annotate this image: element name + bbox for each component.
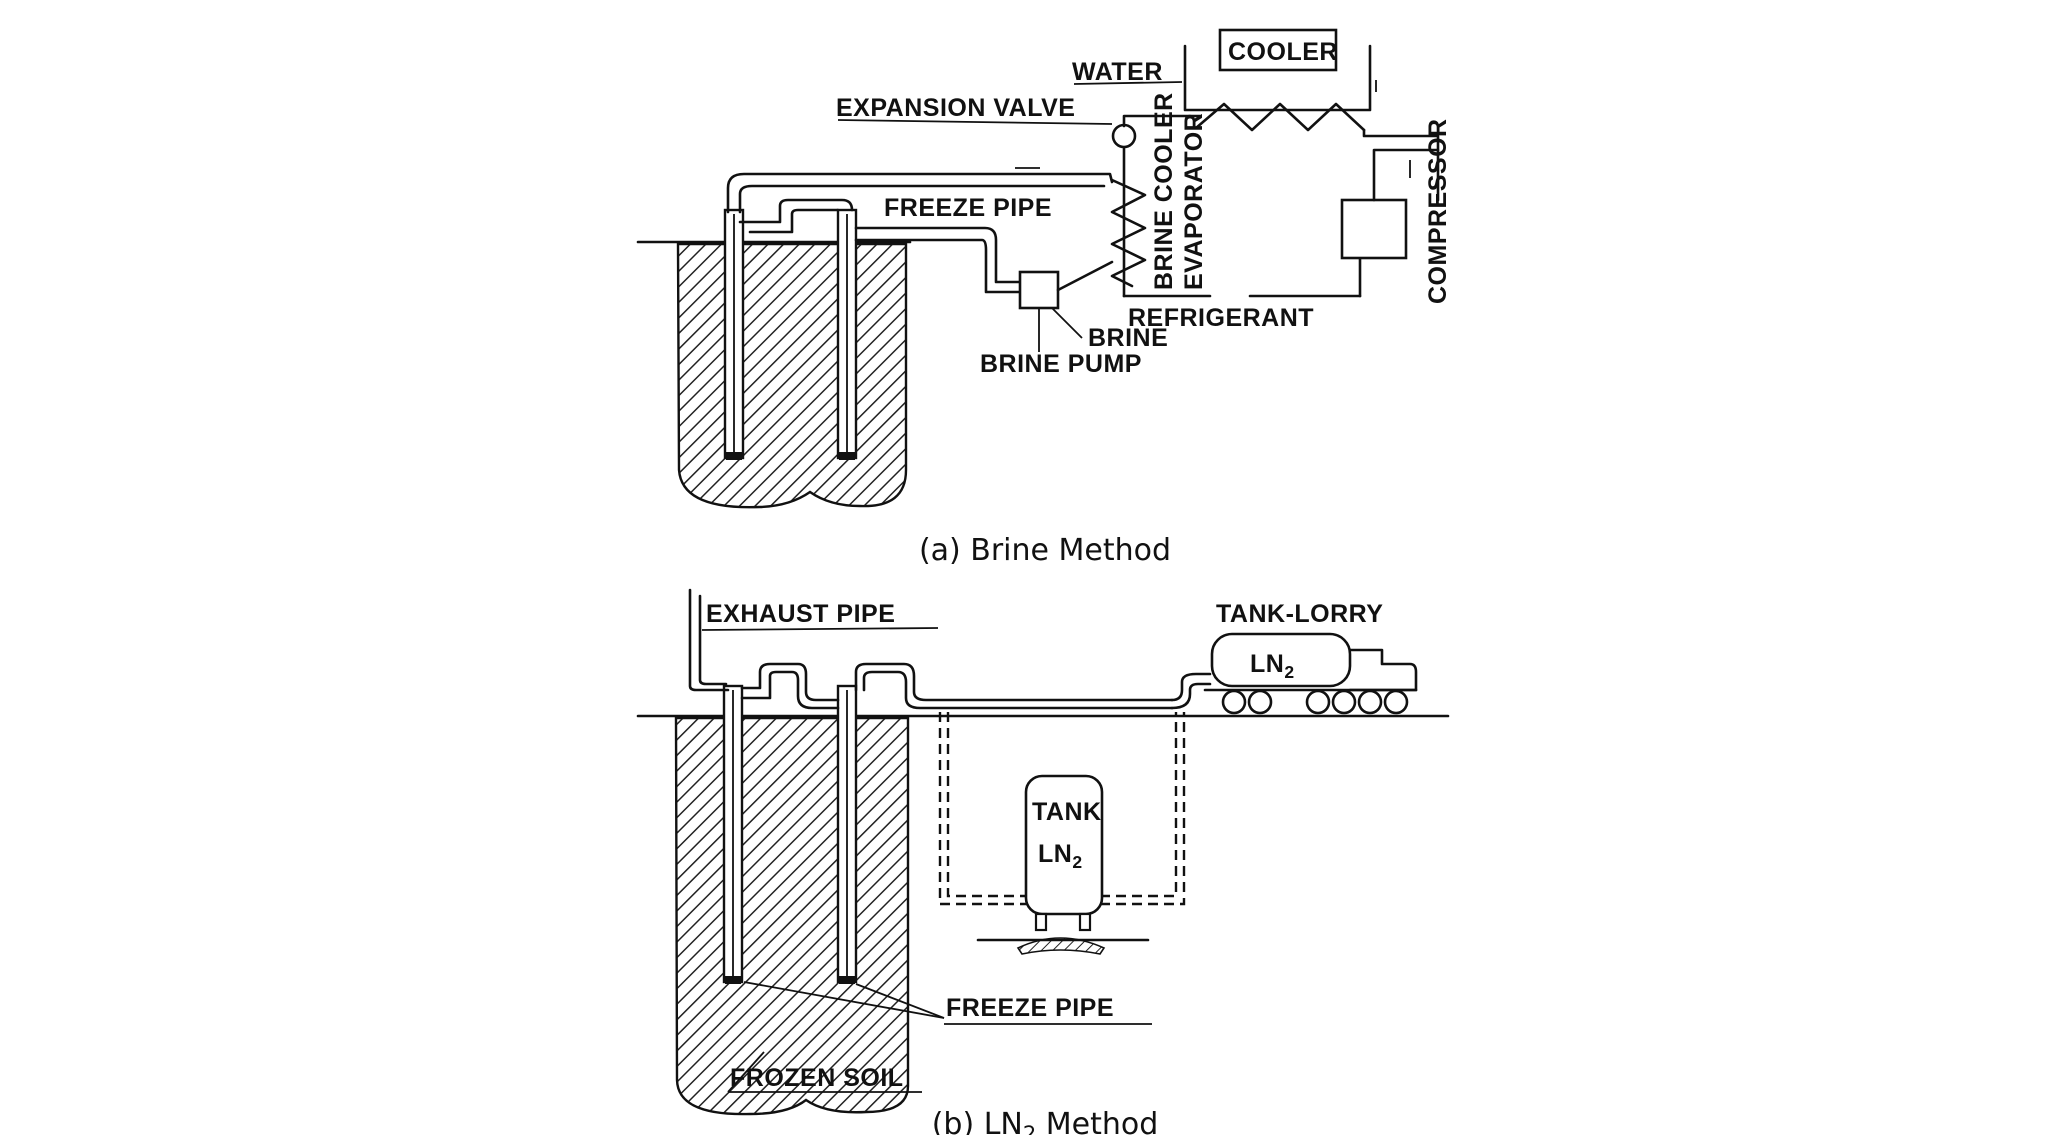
condenser-coil bbox=[1194, 102, 1366, 132]
label-lorry-ln2: LN2 bbox=[1250, 650, 1295, 682]
brine-method-figure: WATER COOLER EXPANSION VALVE FREEZE PIPE… bbox=[636, 28, 1452, 568]
label-frozen-soil: FROZEN SOIL bbox=[730, 1064, 904, 1092]
label-freeze-pipe-ln2: FREEZE PIPE bbox=[946, 994, 1114, 1022]
label-expansion-valve: EXPANSION VALVE bbox=[836, 94, 1075, 122]
label-tank-ln2: LN2 bbox=[1038, 840, 1083, 872]
cooler-box bbox=[1218, 28, 1338, 72]
caption-brine-method: (a) Brine Method bbox=[919, 533, 1171, 568]
label-freeze-pipe: FREEZE PIPE bbox=[884, 194, 1052, 222]
frozen-soil-mass bbox=[676, 242, 908, 509]
lorry-cab bbox=[1348, 648, 1418, 692]
expansion-valve bbox=[1111, 123, 1137, 149]
lorry-wheels bbox=[1221, 689, 1409, 715]
brine-cooler-coil bbox=[1110, 178, 1147, 288]
ln2-tank bbox=[1024, 774, 1104, 916]
label-exhaust-pipe: EXHAUST PIPE bbox=[706, 600, 895, 628]
ln2-frozen-soil-mass bbox=[674, 716, 910, 1116]
label-refrigerant: REFRIGERANT bbox=[1128, 304, 1314, 332]
label-tank-lorry: TANK-LORRY bbox=[1216, 600, 1383, 628]
label-evaporator: EVAPORATOR bbox=[1180, 113, 1208, 290]
caption-ln2-method: (b) LN2 Method bbox=[932, 1107, 1159, 1135]
water-cooler-basin bbox=[1183, 44, 1372, 112]
label-compressor: COMPRESSOR bbox=[1424, 118, 1452, 304]
label-water: WATER bbox=[1072, 58, 1163, 86]
ln2-method-figure: EXHAUST PIPE TANK-LORRY LN2 TANK LN2 FRE… bbox=[636, 588, 1450, 1135]
label-brine: BRINE bbox=[1088, 324, 1168, 352]
label-brine-pump: BRINE PUMP bbox=[980, 350, 1142, 378]
label-cooler: COOLER bbox=[1228, 38, 1338, 66]
brine-pump bbox=[1018, 270, 1060, 310]
lorry-tank-body bbox=[1210, 632, 1352, 688]
label-brine-cooler: BRINE COOLER bbox=[1150, 92, 1178, 290]
tank-lorry bbox=[1203, 632, 1418, 715]
label-tank: TANK bbox=[1032, 798, 1102, 826]
compressor bbox=[1340, 198, 1408, 260]
exhaust-pipe bbox=[688, 588, 730, 692]
